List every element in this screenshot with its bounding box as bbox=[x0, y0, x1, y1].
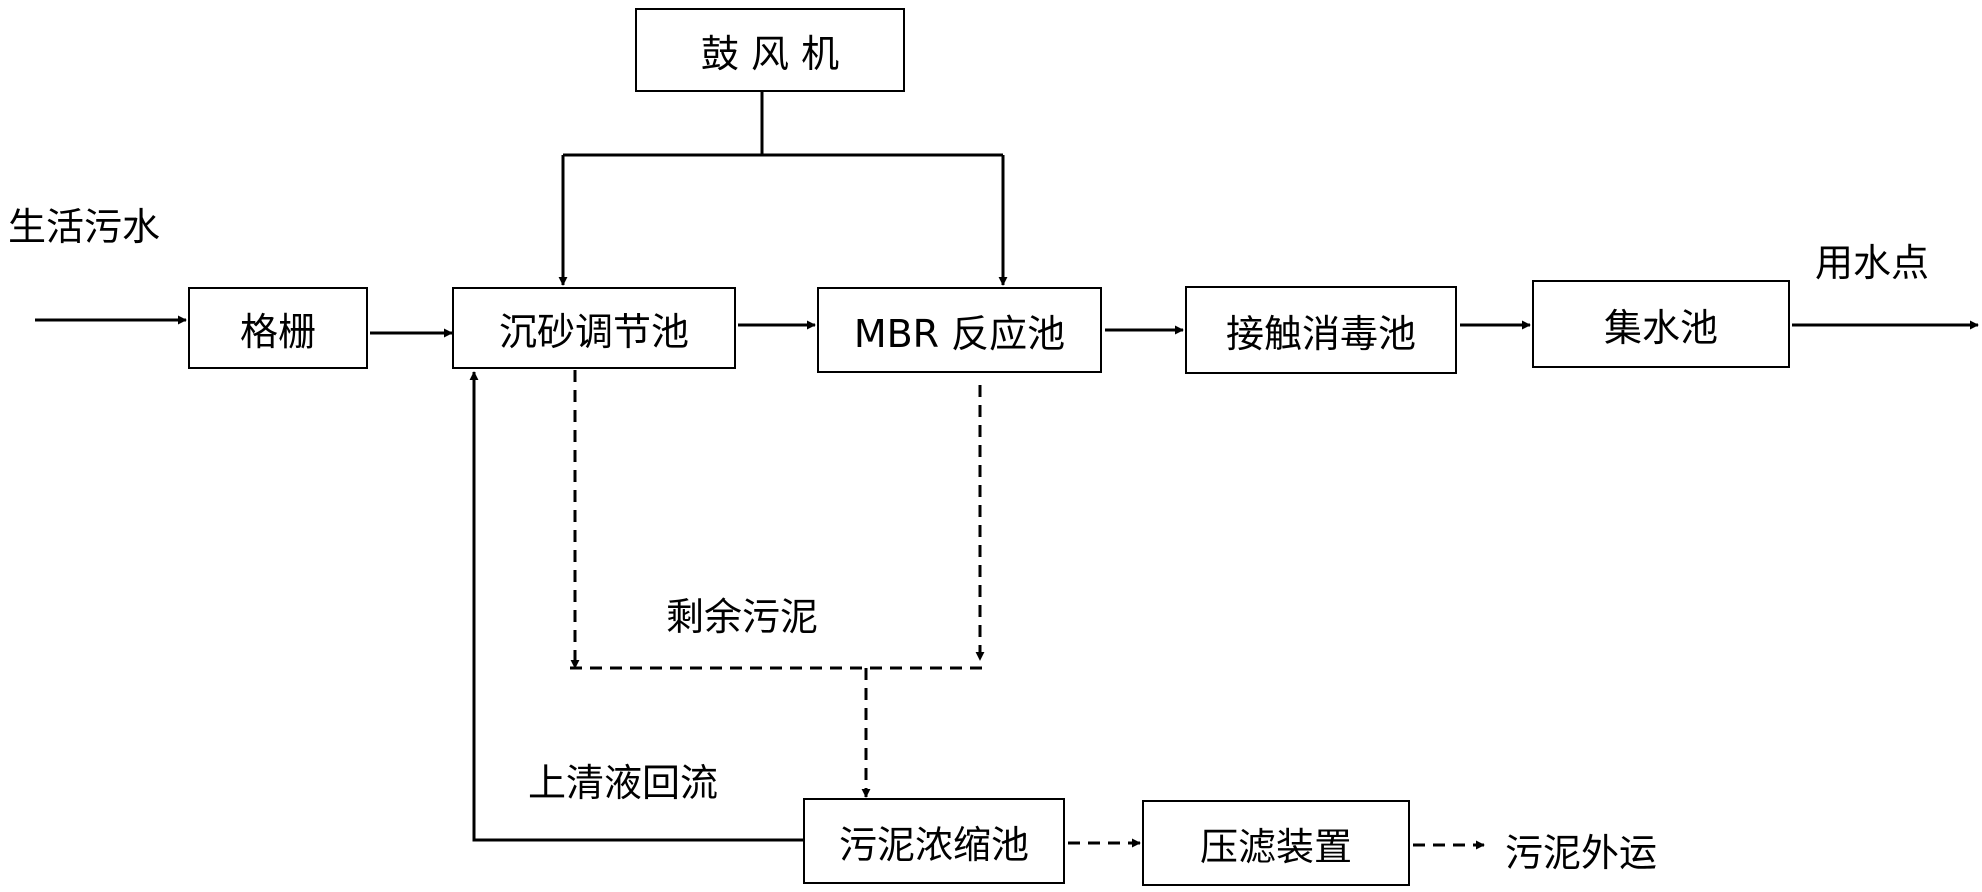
collection-tank-box: 集水池 bbox=[1532, 280, 1790, 368]
blower-box: 鼓 风 机 bbox=[635, 8, 905, 92]
mbr-reactor-box: MBR 反应池 bbox=[817, 287, 1102, 373]
excess-sludge-label: 剩余污泥 bbox=[666, 595, 819, 639]
sludge-disposal-label: 污泥外运 bbox=[1505, 831, 1658, 875]
disinfection-tank-box: 接触消毒池 bbox=[1185, 286, 1457, 374]
screen-box: 格栅 bbox=[188, 287, 368, 369]
influent-label: 生活污水 bbox=[8, 205, 161, 249]
grit-chamber-box: 沉砂调节池 bbox=[452, 287, 736, 369]
supernatant-return-label: 上清液回流 bbox=[528, 761, 719, 805]
sludge-thickener-box: 污泥浓缩池 bbox=[803, 798, 1065, 884]
supernatant-return-arrow bbox=[469, 371, 803, 842]
water-use-point-label: 用水点 bbox=[1815, 241, 1930, 285]
filter-press-box: 压滤装置 bbox=[1142, 800, 1410, 886]
